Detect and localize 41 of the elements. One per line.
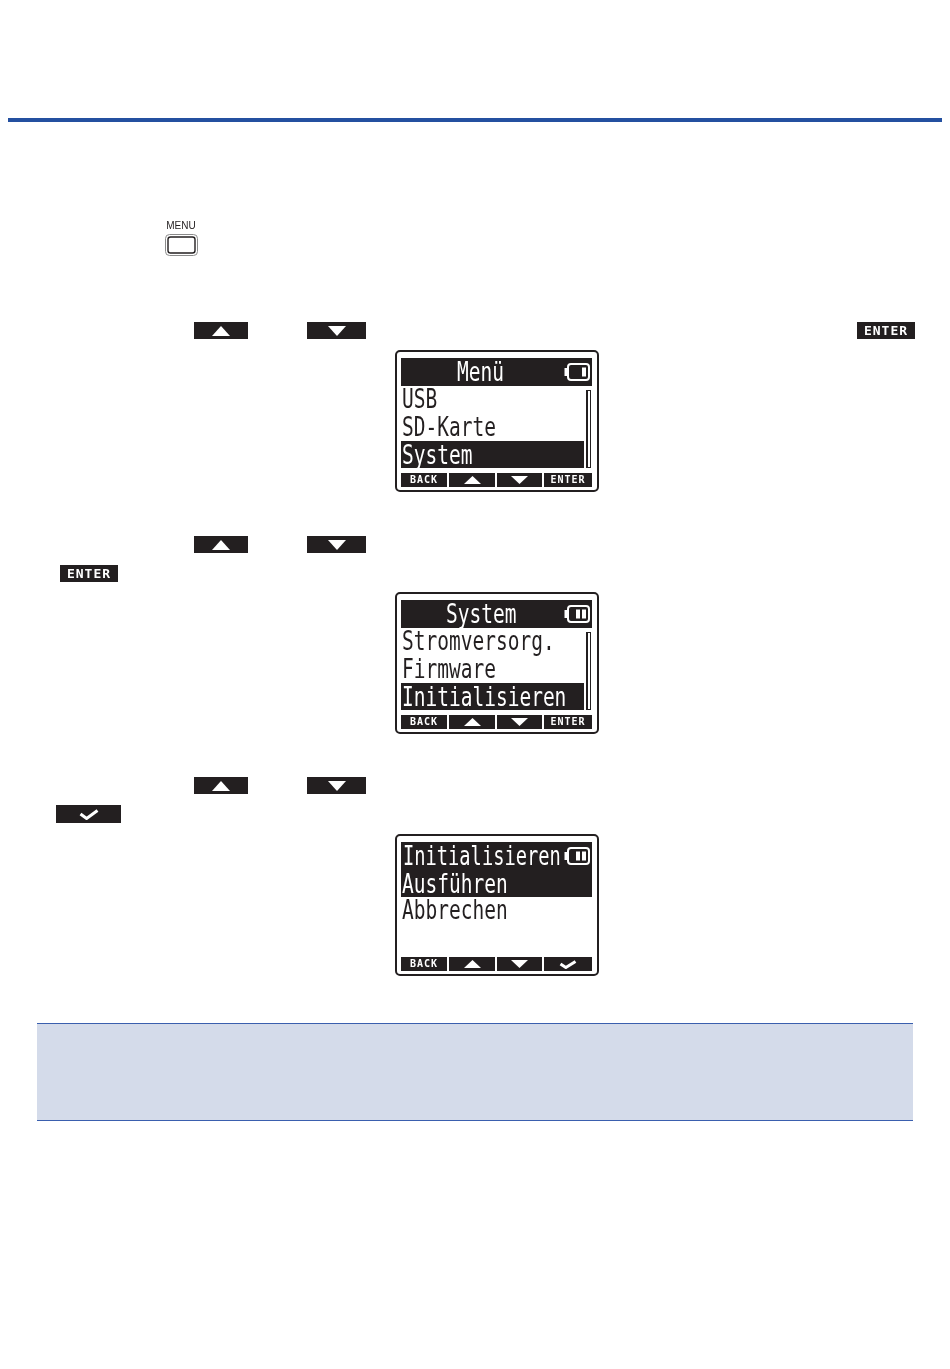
screen-title: Initialisieren <box>403 843 561 869</box>
confirm-key <box>544 957 592 971</box>
title-bar <box>401 842 592 870</box>
up-key <box>194 322 248 339</box>
confirm-key <box>56 805 121 823</box>
menu-item: Abbrechen <box>402 897 508 923</box>
up-key <box>449 473 495 487</box>
menu-item: SD-Karte <box>402 414 496 440</box>
down-key <box>497 715 542 729</box>
lcd-screen <box>395 834 599 976</box>
enter-key: ENTER <box>60 565 118 582</box>
title-bar <box>401 600 592 628</box>
lcd-screen <box>395 350 599 492</box>
menu-item: Firmware <box>402 656 496 682</box>
button-label: MENU <box>166 220 196 231</box>
menu-item: System <box>402 442 473 468</box>
menu-item: Initialisieren <box>402 684 567 710</box>
screen-title: Menü <box>457 359 505 385</box>
enter-key: ENTER <box>544 715 592 729</box>
down-key <box>307 777 366 794</box>
down-key <box>307 536 366 553</box>
up-key <box>449 957 495 971</box>
enter-key: ENTER <box>857 322 915 339</box>
up-key <box>449 715 495 729</box>
title-bar <box>401 358 592 386</box>
highlight-bar <box>401 870 592 897</box>
screen-title: System <box>445 601 517 627</box>
menu-item: Ausführen <box>402 871 508 897</box>
enter-key: ENTER <box>544 473 592 487</box>
down-key <box>497 473 542 487</box>
down-key <box>497 957 542 971</box>
up-key <box>194 777 248 794</box>
menu-item: USB <box>402 386 438 412</box>
lcd-screen <box>395 592 599 734</box>
menu-item: Stromversorg. <box>402 628 555 654</box>
down-key <box>307 322 366 339</box>
up-key <box>194 536 248 553</box>
back-key: BACK <box>401 715 447 729</box>
back-key: BACK <box>401 473 447 487</box>
highlight-bar <box>401 441 584 468</box>
back-key: BACK <box>401 957 447 971</box>
